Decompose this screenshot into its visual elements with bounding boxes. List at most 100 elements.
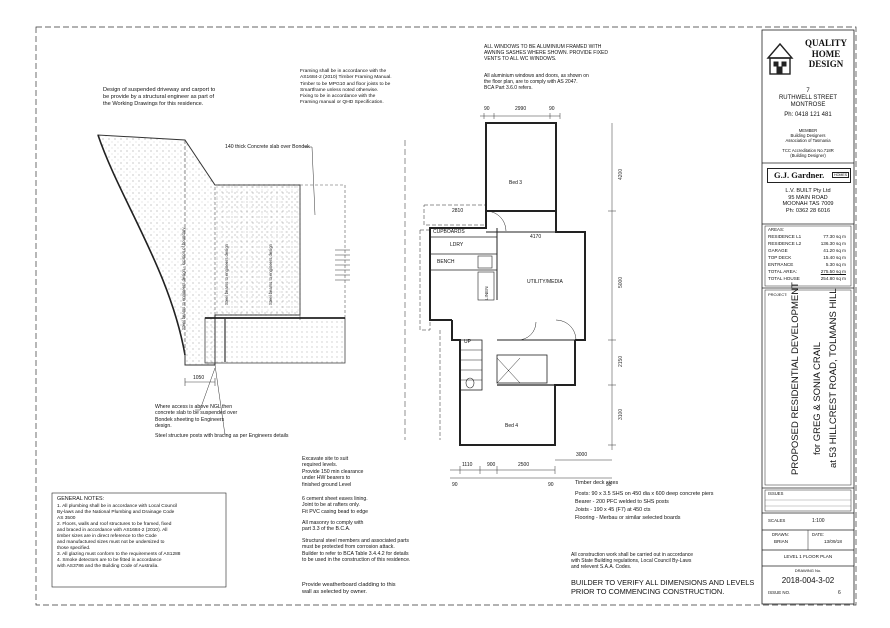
- area-row: RESIDENCE L2 136.30 sq m: [768, 240, 848, 247]
- drawn-value: BRIAN: [774, 539, 789, 544]
- room-bed4: Bed 4: [505, 423, 519, 429]
- builder-verify-note: BUILDER TO VERIFY ALL DIMENSIONS AND LEV…: [571, 578, 755, 596]
- access-note: Where access is above NGL then concrete …: [155, 404, 238, 430]
- area-name: TOTAL HOUSE: [768, 276, 800, 281]
- windows-note-2: All aluminium windows and doors, as show…: [484, 73, 589, 92]
- slab-note: 140 thick Concrete slab over Bondek: [225, 144, 310, 150]
- room-linen: LINEN: [484, 286, 489, 300]
- beam-label-3: Steel beams to engineers design: [268, 244, 273, 305]
- cladding-note: Provide weatherboard cladding to this wa…: [302, 582, 396, 595]
- date-value: 13/09/18: [824, 539, 842, 544]
- area-value: 41.20 sq m: [823, 248, 846, 253]
- dim-90-b: 90: [549, 106, 555, 112]
- floor-plan: [404, 122, 586, 446]
- area-value: 77.30 sq m: [823, 234, 846, 239]
- carport-band: [204, 317, 346, 364]
- date-label: DATE:: [812, 532, 825, 537]
- dim-3000: 3000: [576, 452, 588, 458]
- dim-3100: 3100: [618, 408, 624, 420]
- dim-90-e: 90: [606, 482, 612, 488]
- general-notes-box: [51, 492, 227, 588]
- dim-2990: 2990: [515, 106, 527, 112]
- general-notes-body: 1. All plumbing shall be in accordance w…: [57, 504, 181, 569]
- room-ldry: LDRY: [450, 242, 464, 248]
- sheet-title: LEVEL 1 FLOOR PLAN: [783, 554, 833, 559]
- issue-no-label: ISSUE NO.: [768, 590, 791, 595]
- design-note: Design of suspended driveway and carport…: [103, 87, 216, 107]
- room-cupboards: CUPBOARDS: [433, 229, 465, 235]
- company-address: 7 RUTHWELL STREET MONTROSE: [778, 88, 838, 108]
- accreditation: TCC Accreditation No.718R (Building Desi…: [782, 148, 834, 159]
- area-row: ENTRANCE 5.30 sq m: [768, 261, 848, 268]
- dim-4200: 4200: [618, 168, 624, 180]
- area-row: TOTAL HOUSE 254.80 sq m: [768, 275, 848, 282]
- company-phone: Ph: 0418 121 481: [784, 112, 832, 118]
- builder-details: L.V. BUILT Pty Ltd 95 MAIN ROAD MOONAH T…: [782, 188, 834, 214]
- area-value: 5.30 sq m: [825, 262, 846, 267]
- company-name: QUALITY HOME DESIGN: [804, 38, 847, 69]
- area-name: RESIDENCE L2: [768, 241, 802, 246]
- member-note: MEMBER Building Designers Association of…: [785, 128, 831, 144]
- scales-value: 1:100: [812, 518, 825, 524]
- drawing-no-label: DRAWING No.: [794, 568, 822, 573]
- builder-logo: G.J. Gardner. HOMES: [767, 168, 851, 183]
- general-notes-heading: GENERAL NOTES:: [57, 496, 105, 502]
- drawn-label: DRAWN:: [772, 532, 789, 537]
- masonry-note: All masonry to comply with part 3.3 of t…: [302, 520, 364, 533]
- dim-90-a: 90: [484, 106, 490, 112]
- area-name: GARAGE: [768, 248, 788, 253]
- dim-5000: 5000: [618, 276, 624, 288]
- issues-label: ISSUES: [768, 491, 784, 496]
- house-logo: [766, 42, 794, 75]
- area-value: 136.30 sq m: [820, 241, 846, 246]
- area-name: RESIDENCE L1: [768, 234, 802, 239]
- dim-1110: 1110: [462, 462, 473, 468]
- room-up: UP: [464, 339, 471, 345]
- dim-2810: 2810: [452, 208, 464, 214]
- room-bench: BENCH: [437, 259, 455, 265]
- dim-1050: 1050: [193, 375, 205, 381]
- framing-note: Framing shall be in accordance with the …: [300, 69, 392, 106]
- driveway-slab: [214, 184, 301, 316]
- issue-no: 6: [838, 590, 841, 596]
- deck-heading: Timber deck sizes: [575, 480, 619, 486]
- title-block: [761, 29, 855, 605]
- areas-heading: AREAS:: [768, 227, 785, 232]
- project-line2: for GREG & SONIA CRAIL: [812, 342, 823, 455]
- deck-flooring: Flooring - Merbau or similar selected bo…: [575, 515, 681, 521]
- council-note: All construction work shall be carried o…: [571, 552, 694, 571]
- project-label: PROJECT:: [768, 292, 788, 297]
- area-value: 15.40 sq m: [823, 255, 846, 260]
- dim-90-d: 90: [548, 482, 554, 488]
- deck-posts: Posts: 90 x 3.5 SHS on 450 dia x 600 dee…: [575, 491, 714, 497]
- area-row: GARAGE 41.20 sq m: [768, 247, 848, 254]
- scales-label: SCALES: [768, 518, 786, 523]
- area-value: 275.50 sq m: [820, 269, 846, 274]
- project-line1: PROPOSED RESIDENTIAL DEVELOPMENT: [790, 282, 801, 475]
- excavate-note: Excavate site to suit required levels. P…: [302, 456, 364, 488]
- posts-note: Steel structure posts with bracing as pe…: [155, 433, 289, 439]
- builder-logo-text: G.J. Gardner.: [774, 170, 825, 180]
- drawing-no: 2018-004-3-02: [781, 576, 835, 585]
- area-value: 254.80 sq m: [820, 276, 846, 281]
- area-row: RESIDENCE L1 77.30 sq m: [768, 233, 848, 240]
- windows-note-1: ALL WINDOWS TO BE ALUMINIUM FRAMED WITH …: [484, 44, 608, 63]
- builder-logo-tag: HOMES: [832, 172, 850, 178]
- area-name: TOP DECK: [768, 255, 792, 260]
- dim-2150: 2150: [618, 355, 624, 367]
- area-name: ENTRANCE: [768, 262, 794, 267]
- dim-900: 900: [487, 462, 496, 468]
- sheet-border: [35, 26, 857, 606]
- room-utility: UTILITY/MEDIA: [527, 279, 563, 285]
- beam-label-2: Steel beams to engineers design: [224, 244, 229, 305]
- dim-90-c: 90: [452, 482, 458, 488]
- beam-label-1: Steel beams to engineers design - locati…: [181, 227, 186, 330]
- dim-4170: 4170: [530, 234, 542, 240]
- area-row: TOTAL AREA: 275.50 sq m: [768, 268, 848, 275]
- project-line3: at 53 HILLCREST ROAD, TOLMANS HILL: [828, 288, 839, 468]
- eaves-note: 6 cement sheet eaves lining. Joint to be…: [302, 496, 369, 515]
- area-name: TOTAL AREA:: [768, 269, 798, 274]
- steel-note: Structural steel members and associated …: [302, 538, 411, 564]
- deck-bearer: Bearer - 200 PFC welded to SHS posts: [575, 499, 669, 505]
